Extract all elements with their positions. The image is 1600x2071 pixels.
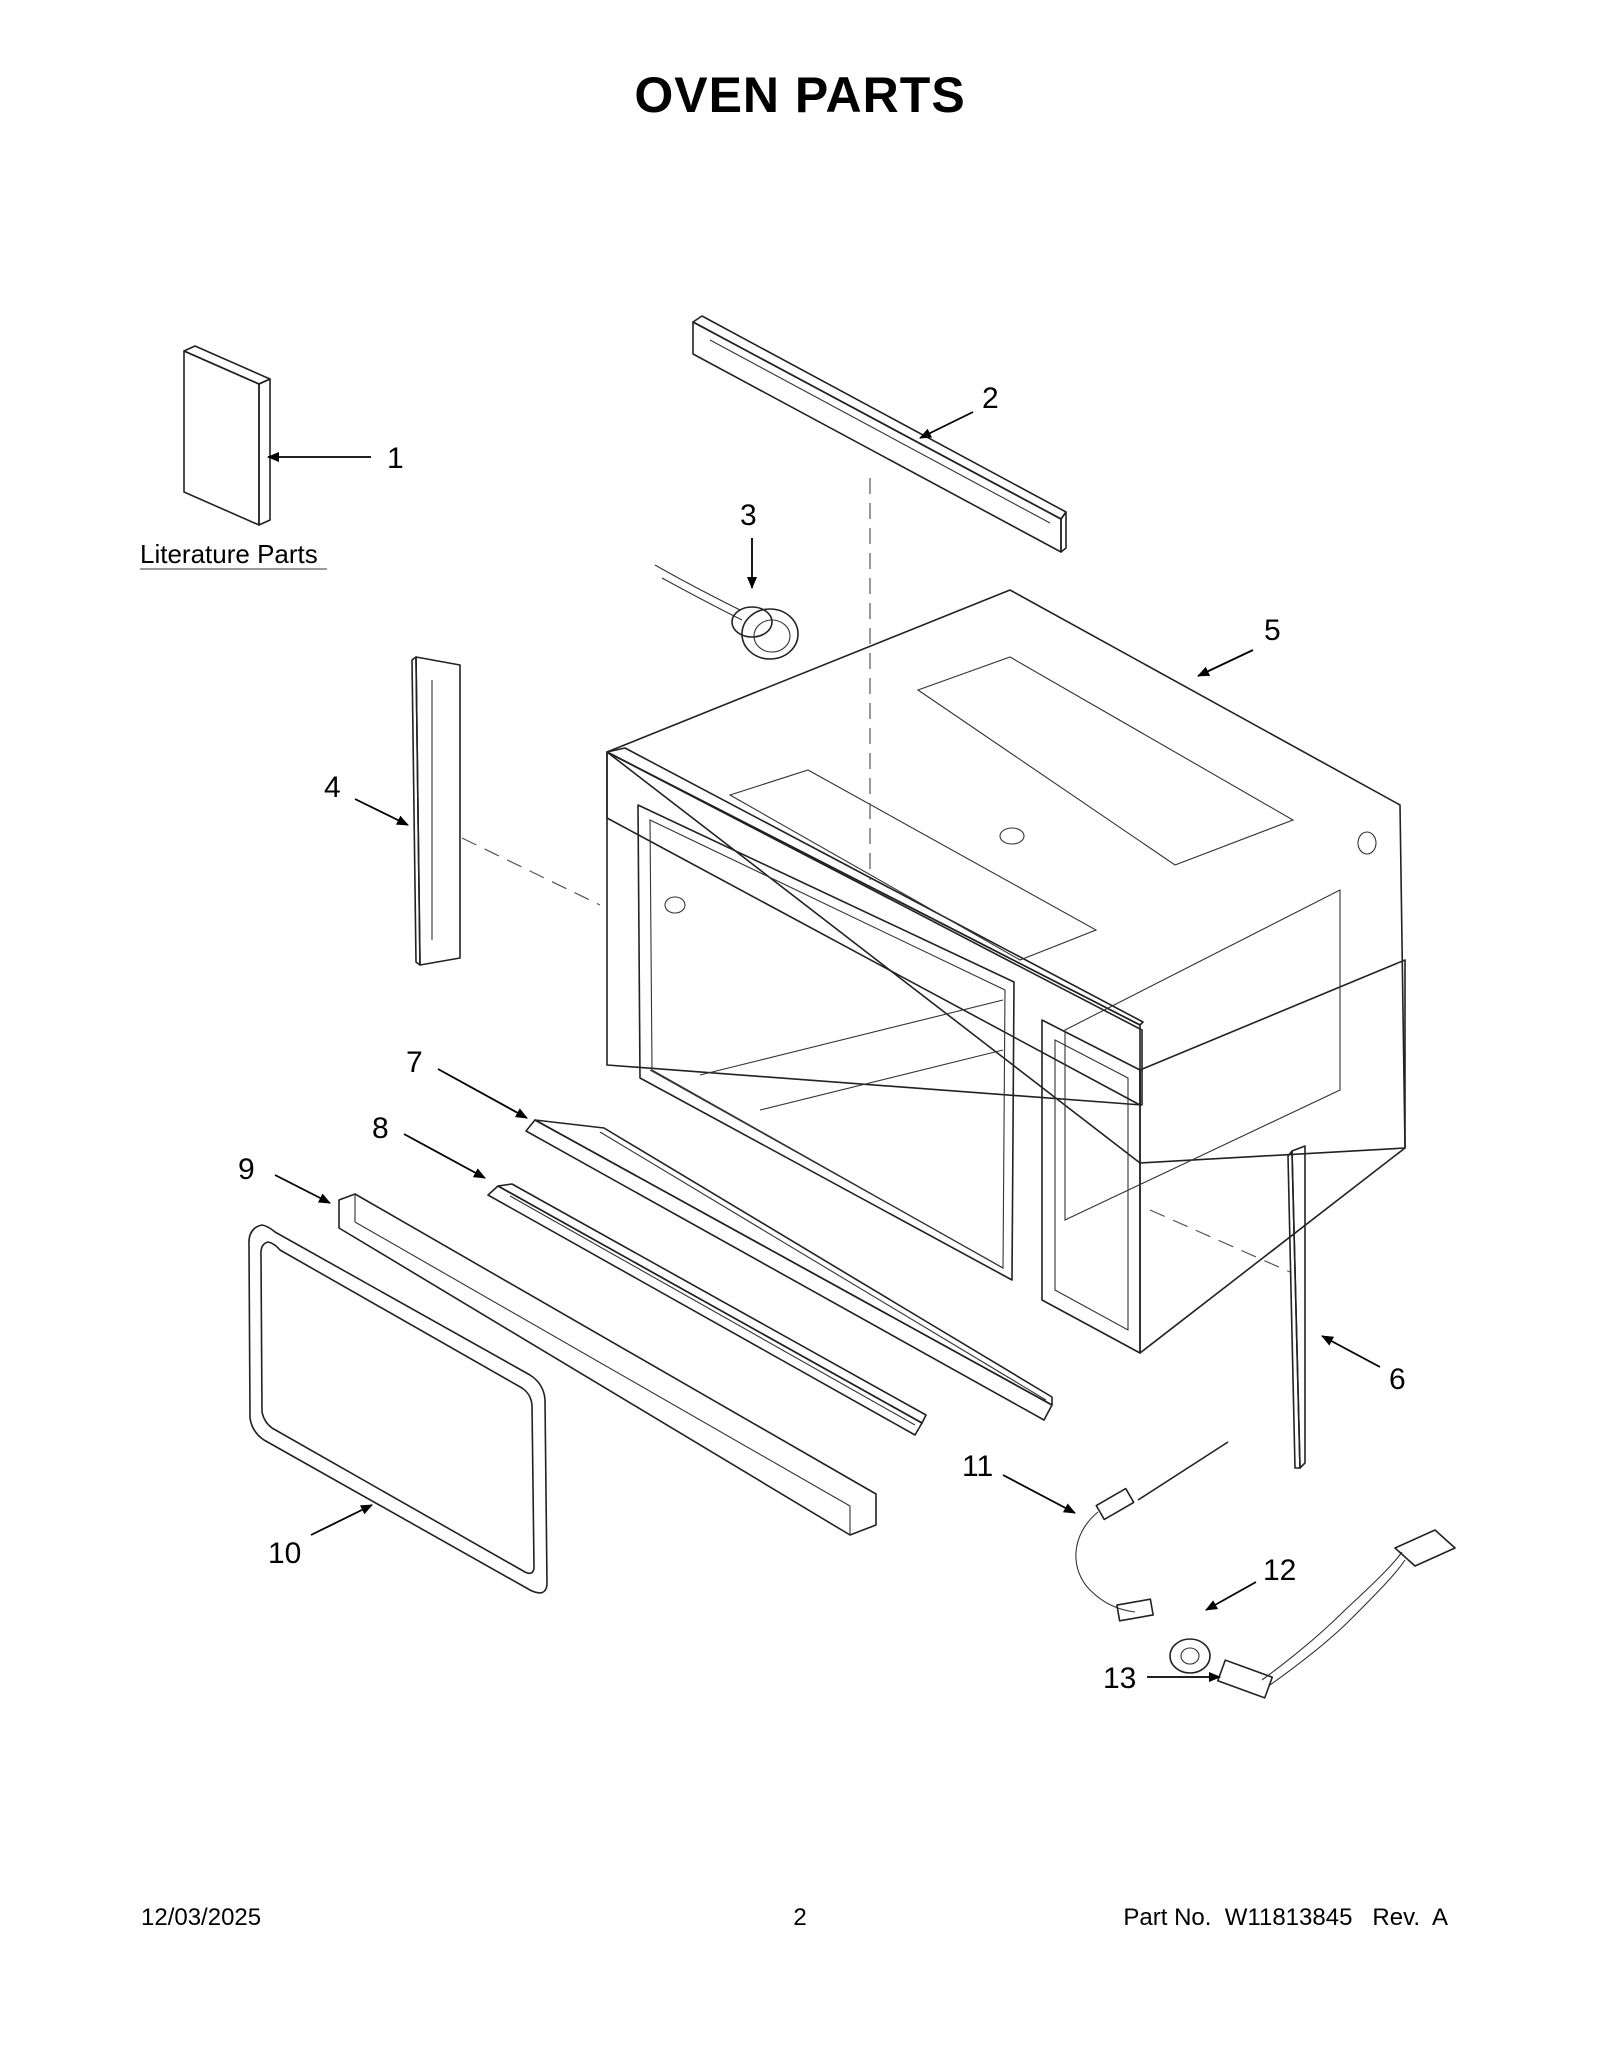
callout-6: 6 [1389,1363,1406,1396]
literature-parts-label: Literature Parts [140,539,318,569]
footer-date: 12/03/2025 [141,1904,262,1931]
part-11-temperature-probe [1075,1441,1229,1622]
callout-10: 10 [268,1537,301,1570]
callout-11: 11 [962,1450,993,1483]
callout-2: 2 [982,382,999,415]
part-3-light-socket [654,564,799,660]
part-13-probe-jack [1216,1529,1456,1699]
callout-12: 12 [1263,1554,1296,1587]
part-5-oven-cavity [606,589,1406,1354]
part-12-nut [1169,1638,1211,1674]
part-7-rail [525,1119,1053,1421]
part-2-top-rail [692,315,1067,553]
page-title: OVEN PARTS [634,67,966,123]
footer-part-number: Part No. W11813845 Rev. A [1123,1904,1448,1931]
callout-4: 4 [324,771,341,804]
callout-7: 7 [406,1046,423,1079]
part-6-right-trim [1287,1145,1306,1469]
footer-page-number: 2 [793,1904,807,1931]
callout-8: 8 [372,1112,389,1145]
callout-13: 13 [1103,1662,1136,1695]
part-8-rail [487,1183,927,1436]
leader-lines [267,411,1381,1682]
callout-3: 3 [740,499,757,532]
alignment-line-left-trim [461,837,601,906]
callout-5: 5 [1264,614,1281,647]
part-10-door-gasket [248,1224,548,1594]
part-1-literature-booklet [183,345,271,526]
part-9-lower-rail [338,1193,877,1536]
alignment-line-right-trim [1149,1209,1291,1273]
part-4-left-trim [411,656,461,966]
callout-1: 1 [387,442,404,475]
callout-9: 9 [238,1153,255,1186]
